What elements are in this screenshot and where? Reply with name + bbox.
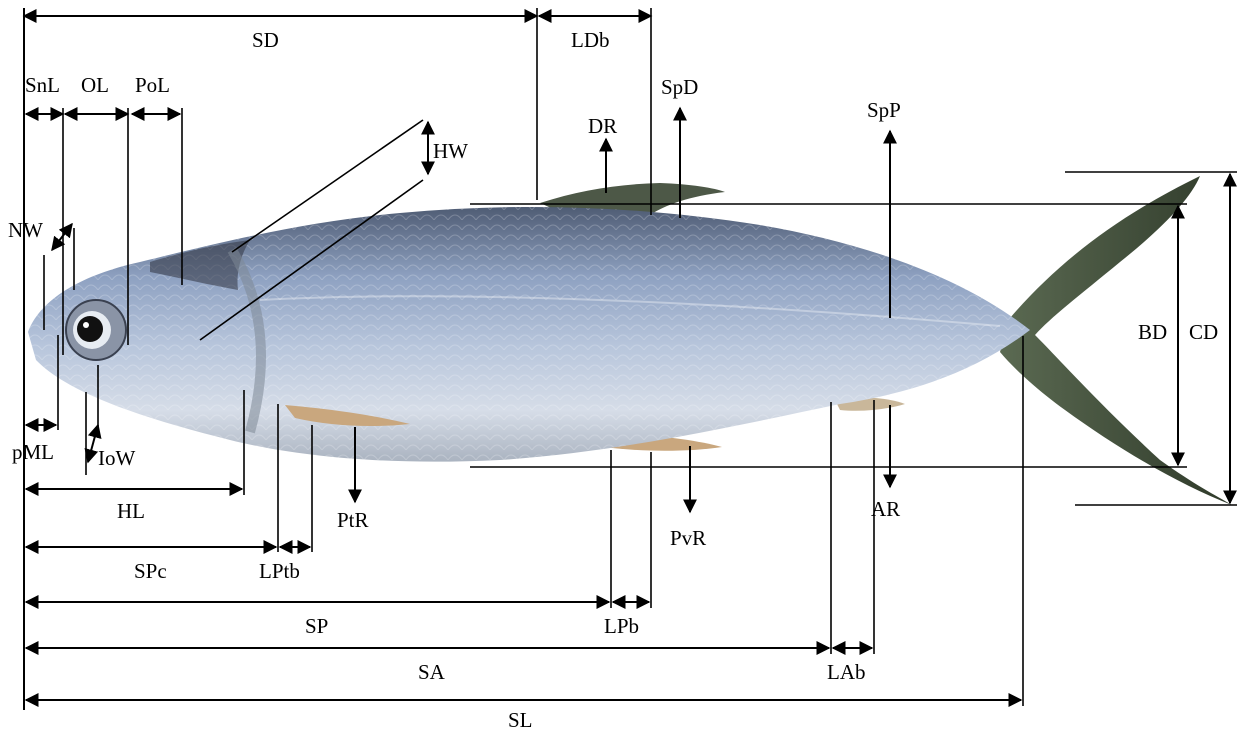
label-BD: BD [1138, 320, 1167, 344]
label-HW: HW [433, 139, 468, 163]
label-DR: DR [588, 114, 617, 138]
label-LPtb: LPtb [259, 559, 300, 583]
label-HL: HL [117, 499, 145, 523]
label-SL: SL [508, 708, 533, 731]
label-LDb: LDb [571, 28, 610, 52]
label-SD: SD [252, 28, 279, 52]
label-SpP: SpP [867, 98, 901, 122]
label-CD: CD [1189, 320, 1218, 344]
label-SPc: SPc [134, 559, 167, 583]
label-SP: SP [305, 614, 328, 638]
label-SpD: SpD [661, 75, 698, 99]
label-IoW: IoW [98, 446, 135, 470]
label-LPb: LPb [604, 614, 639, 638]
label-AR: AR [871, 497, 900, 521]
label-SA: SA [418, 660, 446, 684]
label-SnL: SnL [25, 73, 60, 97]
label-OL: OL [81, 73, 109, 97]
label-pML: pML [12, 440, 54, 464]
fish-image [28, 176, 1232, 505]
label-PvR: PvR [670, 526, 706, 550]
label-PoL: PoL [135, 73, 170, 97]
label-LAb: LAb [827, 660, 866, 684]
label-NW: NW [8, 218, 43, 242]
label-PtR: PtR [337, 508, 369, 532]
